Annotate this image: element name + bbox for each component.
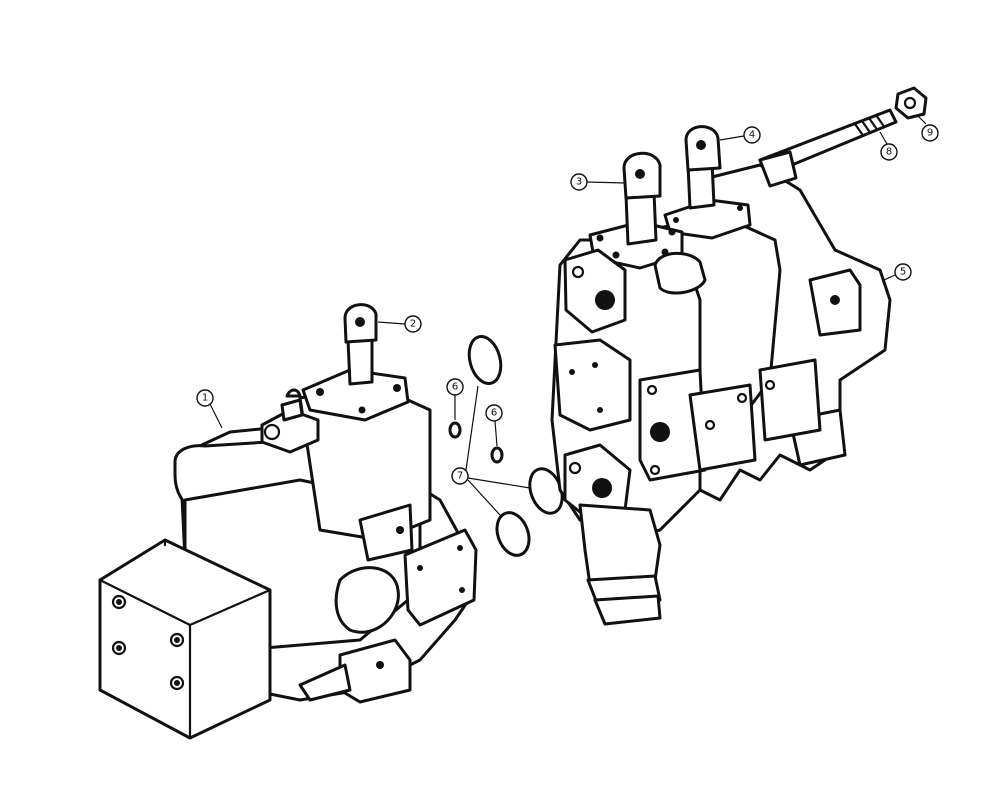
left-valve-assembly xyxy=(98,303,478,740)
callout-2: 2 xyxy=(410,319,416,330)
callout-6b: 6 xyxy=(491,408,497,419)
o-ring-large-lower xyxy=(495,511,531,557)
callout-4: 4 xyxy=(749,130,755,141)
callout-9: 9 xyxy=(927,128,933,139)
callout-8: 8 xyxy=(886,147,892,158)
callout-5: 5 xyxy=(900,267,906,278)
hex-nut xyxy=(894,86,928,120)
callout-6a: 6 xyxy=(452,382,458,393)
callout-7: 7 xyxy=(457,471,463,482)
o-rings xyxy=(448,334,564,557)
o-ring-large-upper xyxy=(467,334,503,386)
right-valve-assembly xyxy=(550,86,928,626)
o-ring-small-b xyxy=(490,446,504,464)
o-ring-small-a xyxy=(448,421,462,439)
callout-3: 3 xyxy=(576,177,582,188)
callout-1: 1 xyxy=(202,393,208,404)
callouts: 1 2 3 4 5 6 6 7 8 9 xyxy=(196,115,939,516)
